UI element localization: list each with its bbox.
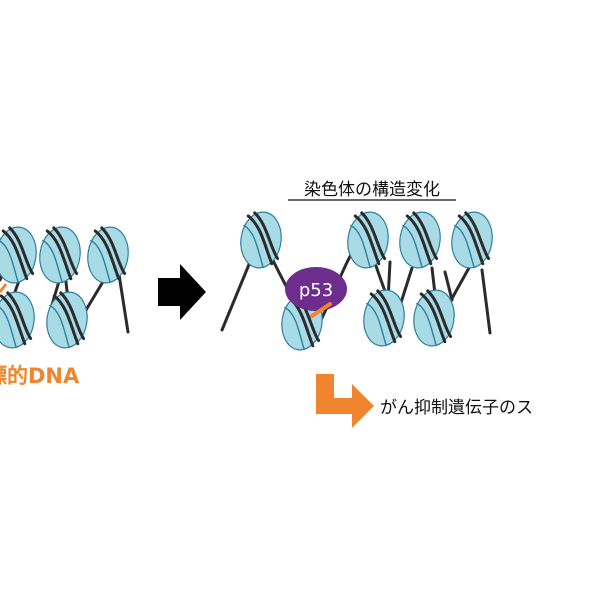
- transition-arrow-icon: [158, 264, 206, 320]
- target-dna-marker: [0, 283, 8, 293]
- p53-protein: [285, 267, 347, 311]
- p53-label: p53: [299, 280, 333, 301]
- nucleosome: [235, 207, 287, 273]
- nucleosome: [82, 222, 134, 288]
- nucleosome: [41, 287, 93, 353]
- structure-change-title: 染色体の構造変化: [304, 180, 440, 200]
- nucleosome: [358, 285, 410, 351]
- gene-switch-text: がん抑制遺伝子のス: [380, 398, 533, 418]
- nucleosome: [0, 222, 42, 288]
- nucleosome: [34, 222, 86, 288]
- nucleosome: [446, 207, 498, 273]
- bound-target-dna: [310, 302, 332, 318]
- nucleosome: [0, 287, 40, 353]
- target-dna-label: 標的DNA: [0, 364, 80, 388]
- right-chromatin-fiber: p53: [220, 207, 498, 355]
- gene-switch-arrow-icon: [316, 374, 374, 428]
- nucleosome: [394, 207, 446, 273]
- left-chromatin-fiber: [0, 222, 134, 353]
- nucleosome: [342, 207, 394, 273]
